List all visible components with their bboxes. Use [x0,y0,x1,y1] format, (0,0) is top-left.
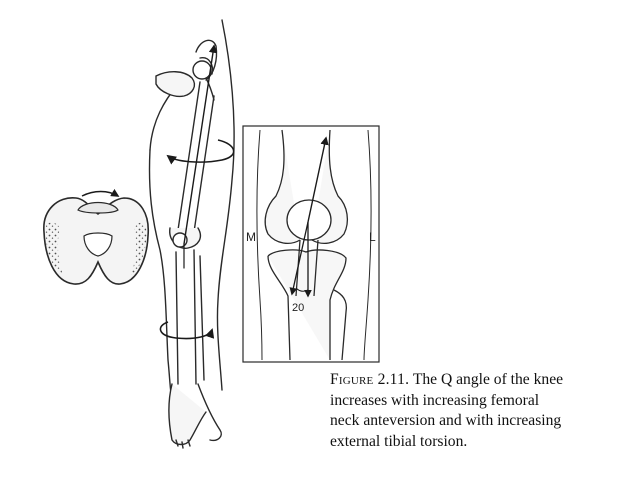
caption-line-3: neck anteversion and with increasing [330,412,562,429]
medial-label: M [246,230,256,244]
femoral-condyle-section [43,188,149,285]
caption-line-1-text: The Q angle of the knee [412,371,564,388]
leg-skeleton [148,19,235,449]
tibial-rotation-arrow [159,321,215,340]
lateral-label: L [369,230,376,244]
q-angle-label: 20 [292,302,304,314]
figure-caption: Figure 2.11. The Q angle of the knee inc… [330,370,614,452]
caption-line-1: Figure 2.11. The Q angle of the knee [330,370,614,391]
knee-inset-panel: M L 20 [242,125,380,363]
femoral-rotation-arrow [166,139,235,165]
figure-number: Figure 2.11. [330,371,410,388]
caption-line-4: external tibial torsion. [330,432,468,450]
caption-line-2: increases with increasing femoral [330,391,540,409]
